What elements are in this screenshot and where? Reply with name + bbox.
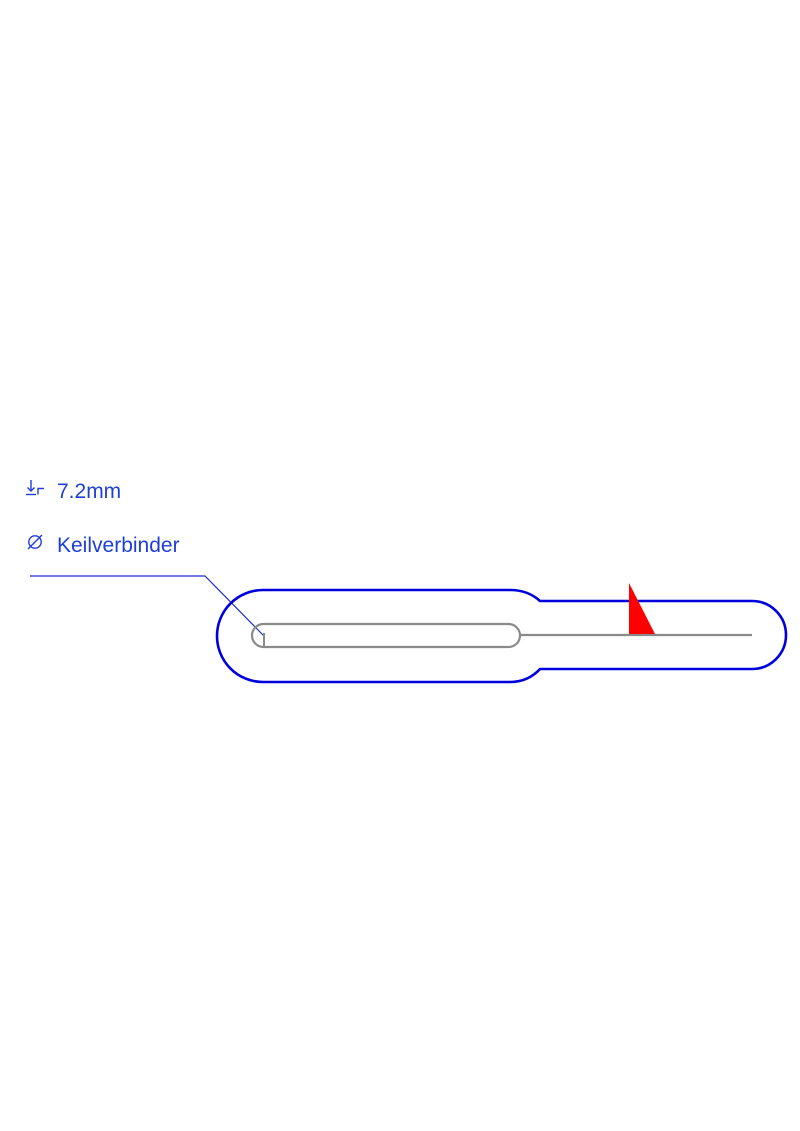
diameter-value: Keilverbinder: [57, 533, 180, 557]
diameter-label: Keilverbinder: [24, 533, 180, 558]
depth-arrow-icon: [24, 479, 46, 504]
diameter-icon: [24, 533, 46, 558]
marker-triangle: [629, 583, 655, 634]
slot: [250, 622, 522, 649]
component-outline: [215, 588, 788, 684]
depth-value: 7.2mm: [57, 479, 122, 503]
depth-label: 7.2mm: [24, 479, 121, 504]
leader-line: [30, 575, 265, 637]
